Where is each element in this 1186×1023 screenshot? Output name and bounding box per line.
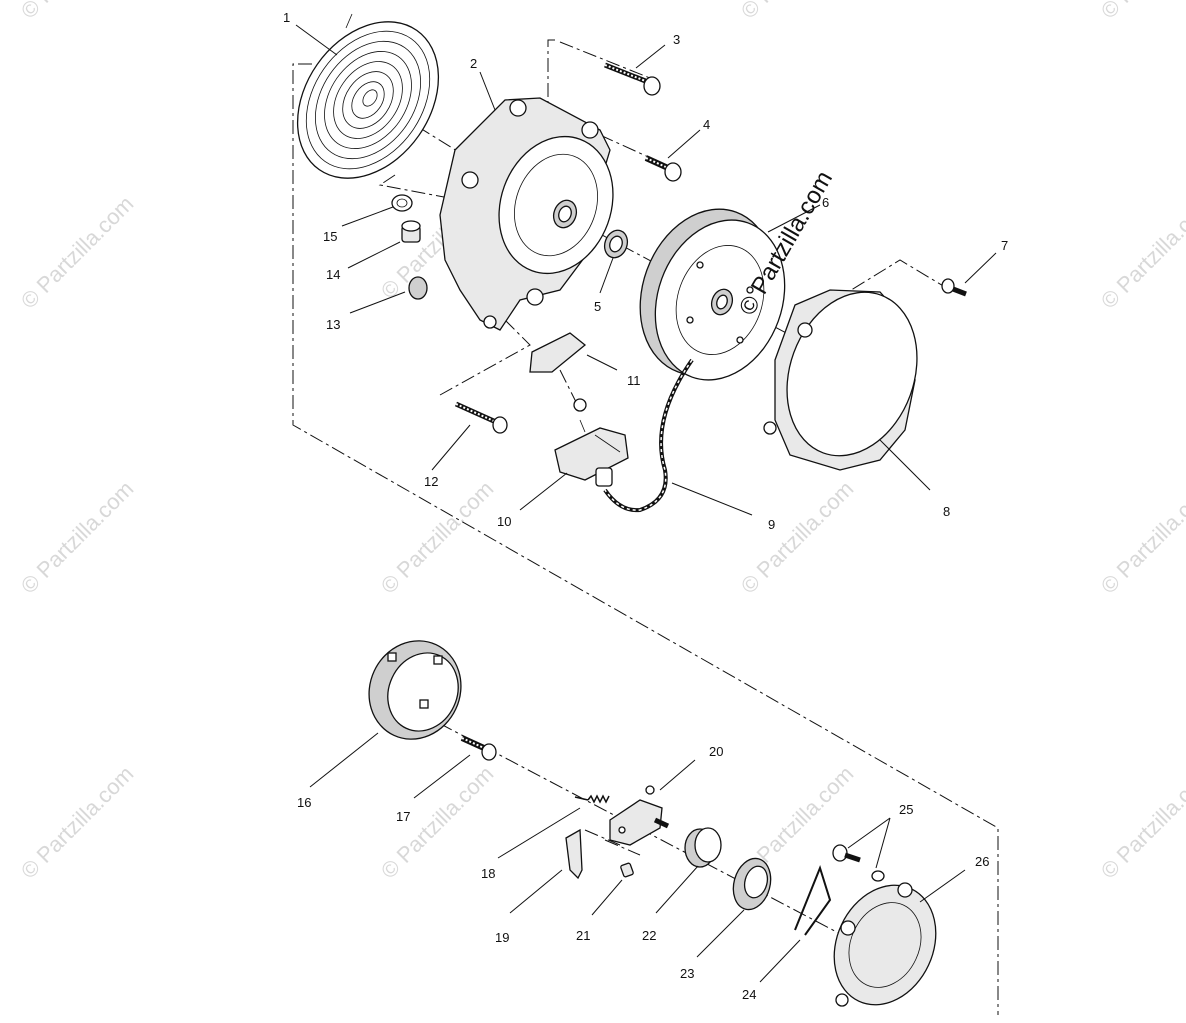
callout-14: 14	[326, 267, 340, 282]
part-14-nut	[401, 220, 421, 243]
part-13-collar	[408, 276, 428, 300]
callout-23: 23	[680, 966, 694, 981]
watermark: © Partzilla.com	[736, 476, 859, 599]
part-25-bolt	[832, 844, 885, 882]
part-21-pin	[620, 862, 634, 878]
part-23-seal	[732, 857, 772, 911]
callout-10: 10	[497, 514, 511, 529]
part-22-bushing	[684, 827, 722, 868]
callout-15: 15	[323, 229, 337, 244]
callout-2: 2	[470, 56, 477, 71]
callout-1: 1	[283, 10, 290, 25]
part-24-wire-spring	[794, 865, 832, 936]
part-1-recoil-spring	[296, 13, 440, 179]
callout-13: 13	[326, 317, 340, 332]
callout-24: 24	[742, 987, 756, 1002]
callout-20: 20	[709, 744, 723, 759]
part-16-ratchet-cup	[368, 640, 462, 740]
callout-18: 18	[481, 866, 495, 881]
watermark: © Partzilla.com	[1096, 191, 1186, 314]
callout-8: 8	[943, 504, 950, 519]
watermark: © Partzilla.com	[1096, 476, 1186, 599]
part-8-starter-cover	[763, 289, 918, 471]
watermark: © Partzilla.com	[376, 476, 499, 599]
watermark: © Partzilla.com	[16, 191, 139, 314]
part-3-bolt	[604, 62, 661, 96]
callout-5: 5	[594, 299, 601, 314]
callout-21: 21	[576, 928, 590, 943]
part-12-bolt	[454, 401, 508, 434]
callout-25: 25	[899, 802, 913, 817]
part-18-spring	[574, 794, 610, 804]
part-2-starter-housing	[439, 97, 614, 331]
watermark: © Partzilla.com	[16, 761, 139, 884]
part-5-bushing	[603, 229, 629, 259]
part-26-plate	[833, 882, 937, 1007]
callout-4: 4	[703, 117, 710, 132]
part-20-pawl-assembly	[609, 785, 670, 846]
part-6-rope-pulley	[639, 208, 786, 381]
watermark: © Partzilla.com	[736, 0, 859, 24]
callout-labels: 1 2 3 4 5 6 7 8 9 10 11 12 13 14 15 16 1…	[283, 10, 1008, 1002]
watermark: © Partzilla.com	[16, 0, 139, 24]
part-15-washer	[391, 194, 413, 212]
callout-7: 7	[1001, 238, 1008, 253]
part-4-bolt	[644, 155, 682, 182]
watermark: © Partzilla.com	[1096, 761, 1186, 884]
callout-26: 26	[975, 854, 989, 869]
part-11-pawl-plate	[529, 332, 587, 373]
part-19-pawl	[565, 828, 583, 880]
watermark: © Partzilla.com	[376, 761, 499, 884]
part-9-starter-rope	[603, 358, 694, 513]
callout-6: 6	[822, 195, 829, 210]
part-10-starter-handle	[554, 398, 629, 487]
callout-19: 19	[495, 930, 509, 945]
watermark: © Partzilla.com	[1096, 0, 1186, 24]
part-7-bolt	[941, 278, 967, 297]
callout-22: 22	[642, 928, 656, 943]
callout-17: 17	[396, 809, 410, 824]
callout-11: 11	[627, 373, 641, 388]
leader-lines	[295, 24, 997, 983]
callout-3: 3	[673, 32, 680, 47]
part-17-screw	[460, 735, 497, 761]
callout-12: 12	[424, 474, 438, 489]
watermark: © Partzilla.com	[16, 476, 139, 599]
callout-9: 9	[768, 517, 775, 532]
callout-16: 16	[297, 795, 311, 810]
